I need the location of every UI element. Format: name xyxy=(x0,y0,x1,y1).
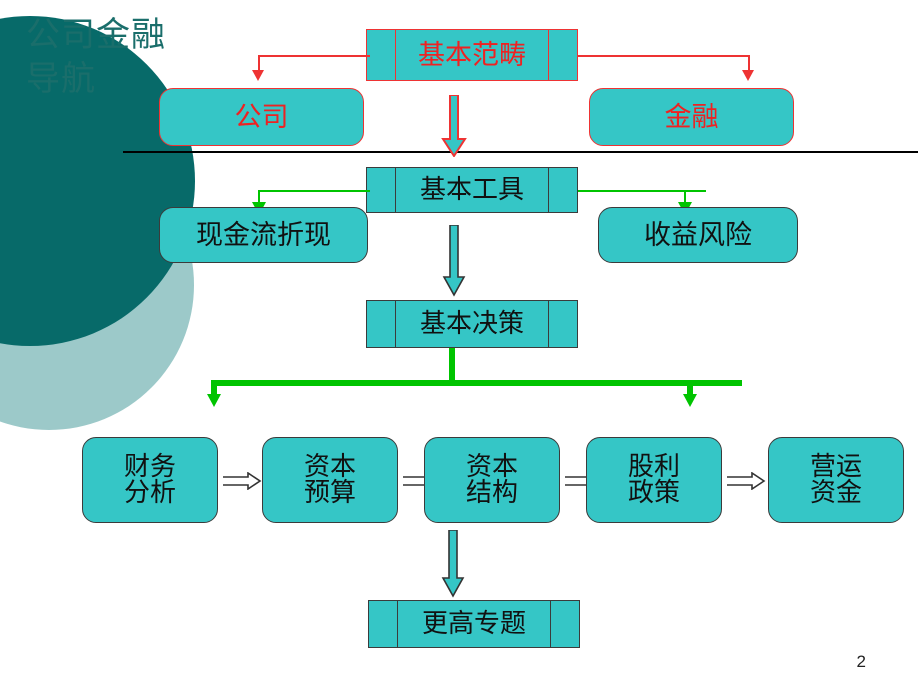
node-advanced-topic-label: 更高专题 xyxy=(421,609,526,638)
connector-tools-to-risk-vertical xyxy=(684,190,686,204)
node-basic-tools-label: 基本工具 xyxy=(419,175,524,204)
chain-node-1-label: 资本 预算 xyxy=(303,452,356,507)
node-finance[interactable]: 金融 xyxy=(589,88,794,146)
node-risk-return[interactable]: 收益风险 xyxy=(598,207,798,263)
banner-divider-left xyxy=(395,30,396,80)
chain-node-2[interactable]: 资本 结构 xyxy=(424,437,560,523)
arrowhead-bus-left xyxy=(207,394,221,407)
node-basic-decision[interactable]: 基本决策 xyxy=(366,300,578,348)
banner-divider-right xyxy=(548,301,549,347)
chain-node-4[interactable]: 营运 资金 xyxy=(768,437,904,523)
node-company[interactable]: 公司 xyxy=(159,88,364,146)
connector-category-to-finance-vertical xyxy=(748,55,750,73)
node-basic-category-label: 基本范畴 xyxy=(418,39,526,70)
connector-tools-to-dcf-vertical xyxy=(258,190,260,204)
chain-node-3-label: 股利 政策 xyxy=(627,452,680,507)
connector-decision-bus-horizontal xyxy=(211,380,742,386)
banner-divider-right xyxy=(548,168,549,212)
node-basic-category[interactable]: 基本范畴 xyxy=(366,29,578,81)
chain-node-2-label: 资本 结构 xyxy=(465,452,518,507)
chain-node-0[interactable]: 财务 分析 xyxy=(82,437,218,523)
connector-category-to-company-horizontal xyxy=(258,55,370,57)
banner-divider-left xyxy=(395,168,396,212)
connector-tools-to-dcf-horizontal xyxy=(258,190,370,192)
chain-node-0-label: 财务 分析 xyxy=(123,452,176,507)
arrow-tools-to-decision xyxy=(441,225,467,297)
node-finance-label: 金融 xyxy=(664,101,719,132)
banner-divider-right xyxy=(550,601,551,647)
chain-node-3[interactable]: 股利 政策 xyxy=(586,437,722,523)
node-dcf[interactable]: 现金流折现 xyxy=(159,207,368,263)
node-dcf-label: 现金流折现 xyxy=(196,219,331,250)
connector-tools-to-risk-horizontal xyxy=(578,190,706,192)
page-title: 公司金融 导航 xyxy=(26,17,166,98)
arrowhead-to-finance xyxy=(742,70,754,81)
arrowhead-bus-right xyxy=(683,394,697,407)
connector-bus-right-drop xyxy=(687,380,693,396)
banner-divider-right xyxy=(548,30,549,80)
banner-divider-left xyxy=(395,301,396,347)
chain-arrow-0-to-1 xyxy=(222,472,262,490)
section-divider xyxy=(123,151,918,153)
node-advanced-topic[interactable]: 更高专题 xyxy=(368,600,580,648)
connector-bus-left-drop xyxy=(211,380,217,396)
node-basic-decision-label: 基本决策 xyxy=(419,309,524,338)
chain-arrow-3-to-4 xyxy=(726,472,766,490)
arrow-category-to-tools xyxy=(440,95,468,157)
arrow-structure-to-advanced xyxy=(440,530,466,598)
connector-category-to-company-vertical xyxy=(258,55,260,73)
connector-decision-bus-stem xyxy=(449,348,455,382)
node-basic-tools[interactable]: 基本工具 xyxy=(366,167,578,213)
arrowhead-to-company xyxy=(252,70,264,81)
banner-divider-left xyxy=(397,601,398,647)
chain-node-4-label: 营运 资金 xyxy=(809,452,862,507)
connector-category-to-finance-horizontal xyxy=(578,55,750,57)
page-number: 2 xyxy=(856,652,866,671)
chain-node-1[interactable]: 资本 预算 xyxy=(262,437,398,523)
node-risk-return-label: 收益风险 xyxy=(644,219,752,250)
node-company-label: 公司 xyxy=(234,101,289,132)
